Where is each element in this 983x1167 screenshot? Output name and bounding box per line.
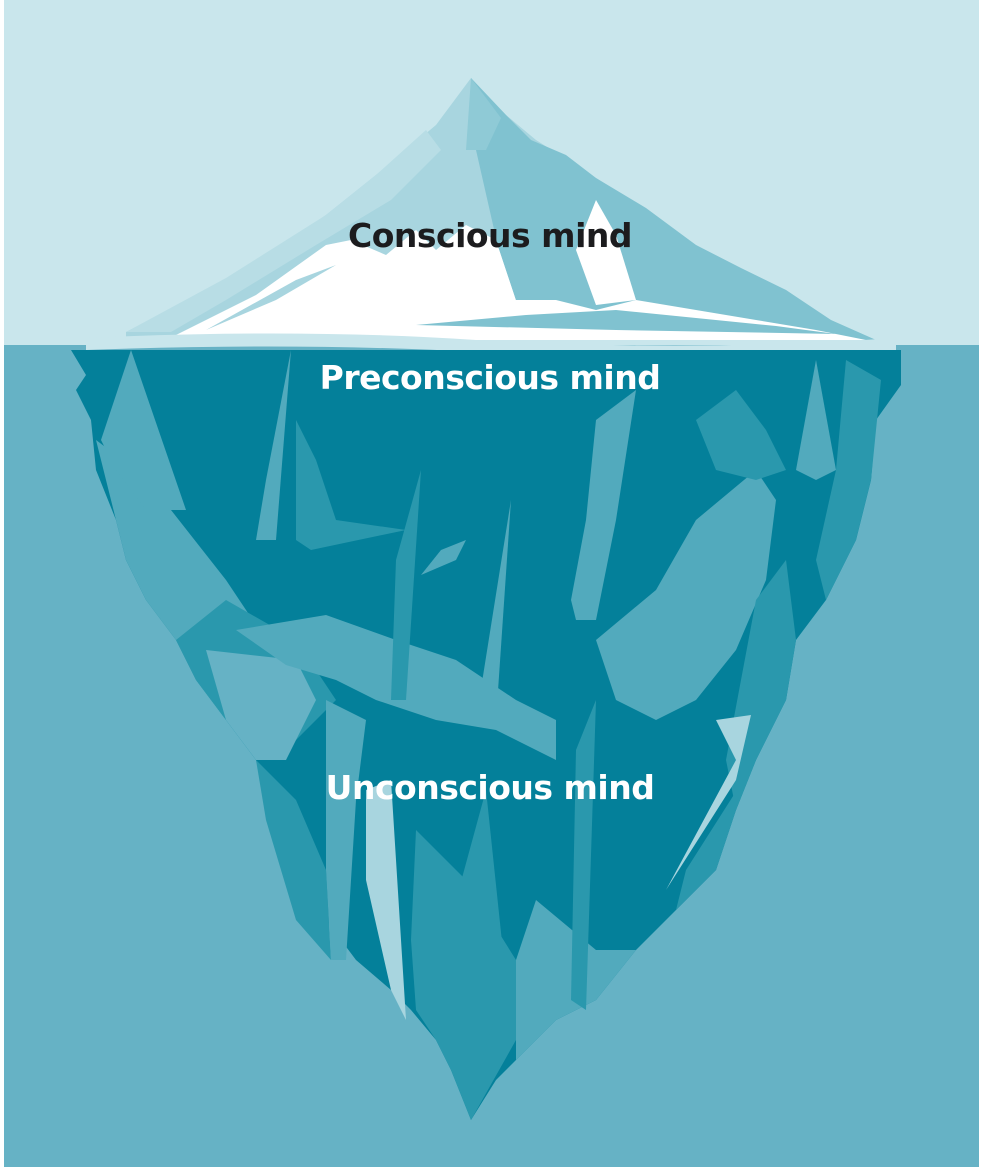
- iceberg-tip: [86, 78, 896, 356]
- conscious-mind-label: Conscious mind: [347, 216, 633, 255]
- iceberg-underwater: [71, 350, 901, 1120]
- unconscious-mind-label: Unconscious mind: [325, 768, 655, 807]
- preconscious-mind-label: Preconscious mind: [319, 358, 661, 397]
